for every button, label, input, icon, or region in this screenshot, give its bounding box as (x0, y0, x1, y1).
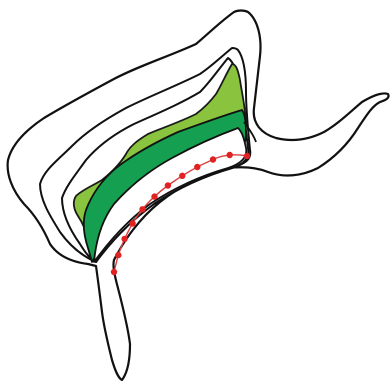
marker-dot (165, 182, 171, 188)
marker-dot (111, 269, 117, 275)
marker-dot (227, 152, 233, 158)
marker-dot (139, 206, 145, 212)
marker-dot (129, 220, 135, 226)
marker-dot (244, 153, 250, 159)
marker-dot (115, 252, 121, 258)
marker-dot (194, 164, 200, 170)
marker-dot (210, 156, 216, 162)
marker-dot (151, 193, 157, 199)
marker-dot (179, 173, 185, 179)
marker-dot (121, 236, 127, 242)
